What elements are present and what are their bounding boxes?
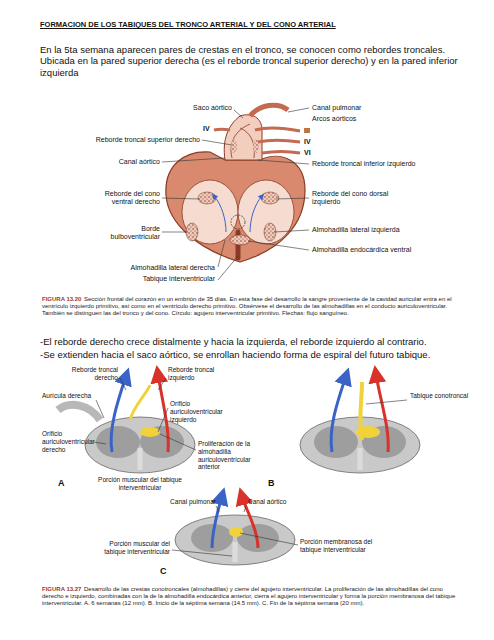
part-label: Almohadilla lateral derecha bbox=[95, 264, 215, 272]
heart-section bbox=[166, 105, 305, 262]
part-label: Porción membranosa del tabique intervent… bbox=[300, 538, 390, 554]
part-label: Proliferación de la almohadilla auriculo… bbox=[198, 440, 258, 471]
part-label: Almohadilla lateral izquierda bbox=[312, 226, 462, 234]
part-label: Reborde troncal izquierdo bbox=[168, 366, 228, 382]
panel-letter: C bbox=[160, 566, 172, 577]
part-label: Canal pulmonar bbox=[312, 104, 402, 112]
page-title: FORMACION DE LOS TABIQUES DEL TRONCO ART… bbox=[40, 20, 470, 29]
heart-model-a bbox=[58, 374, 195, 473]
part-label: Borde bulboventricular bbox=[90, 225, 160, 242]
body-paragraph: -Se extienden hacia el saco aórtico, se … bbox=[40, 349, 470, 360]
part-label: Canal pulmonar bbox=[164, 498, 216, 506]
part-label: Canal aórtico bbox=[248, 498, 300, 506]
part-label: Reborde del cono dorsal izquierdo bbox=[312, 190, 392, 207]
panel-letter: A bbox=[58, 478, 70, 489]
part-label: Almohadilla endocárdica ventral bbox=[312, 246, 462, 254]
part-label: Arcos aórticos bbox=[312, 115, 402, 123]
heart-model-c bbox=[175, 496, 295, 565]
arch-number: VI bbox=[304, 149, 318, 157]
part-label: Orificio auriculoventricular derecho bbox=[42, 430, 94, 453]
part-label: Reborde troncal inferior izquierdo bbox=[312, 160, 462, 168]
figure-caption: Sección frontal del corazón en un embrió… bbox=[42, 296, 460, 318]
part-label: Reborde del cono ventral derecho bbox=[90, 190, 160, 207]
arch-number: III bbox=[304, 127, 318, 135]
body-paragraph: -El reborde derecho crece distalmente y … bbox=[40, 336, 470, 347]
part-label: Orificio auriculoventricular izquierdo bbox=[170, 400, 242, 423]
arch-number: IV bbox=[203, 125, 215, 133]
part-label: Aurícula derecha bbox=[42, 392, 112, 400]
body-paragraph: En la 5ta semana aparecen pares de crest… bbox=[40, 44, 460, 78]
part-label: Tabique conotroncal bbox=[410, 392, 470, 400]
part-label: Saco aórtico bbox=[152, 104, 232, 112]
figure-caption: Desarrollo de las crestas conotroncales … bbox=[42, 586, 460, 608]
leader-lines bbox=[172, 506, 298, 556]
part-label: Porción muscular del tabique interventri… bbox=[90, 476, 190, 492]
part-label: Tabique interventricular bbox=[95, 275, 215, 283]
part-label: Porción muscular del tabique interventri… bbox=[92, 540, 170, 556]
heart-model-b bbox=[300, 374, 420, 473]
part-label: Reborde troncal derecho bbox=[68, 366, 118, 382]
leader-lines bbox=[162, 108, 309, 280]
panel-letter: B bbox=[268, 478, 280, 489]
part-label: Canal aórtico bbox=[80, 158, 160, 166]
arch-number: IV bbox=[304, 138, 318, 146]
part-label: Reborde troncal superior derecho bbox=[70, 136, 200, 144]
